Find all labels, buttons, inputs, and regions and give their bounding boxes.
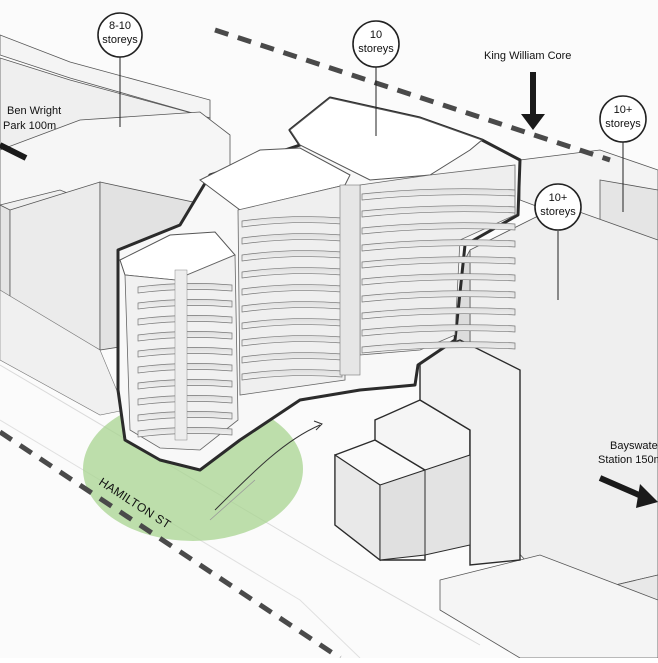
balcony-band [361, 290, 516, 303]
building-core [339, 184, 361, 376]
height-marker-10-plus-right: 10+ storeys [599, 95, 647, 143]
label-bayswater-line2: Station 150m [598, 454, 658, 466]
svg-text:storeys: storeys [605, 118, 641, 130]
arrow-ben-wright-park [0, 142, 28, 161]
height-marker-10-plus: 10+ storeys [534, 183, 582, 231]
ground-line [209, 479, 256, 521]
svg-text:10: 10 [370, 29, 382, 41]
label-ben-wright-line1: Ben Wright [7, 105, 61, 117]
balcony-band [241, 369, 343, 381]
balconies-east [361, 188, 516, 354]
stepped-podium [334, 339, 521, 566]
site-boundary-south [0, 429, 342, 661]
balconies-center [241, 216, 343, 381]
balcony-band [361, 256, 516, 269]
arrow-king-william-core [521, 72, 545, 130]
svg-text:10+: 10+ [614, 104, 633, 116]
svg-text:storeys: storeys [102, 34, 138, 46]
balcony-band [361, 341, 516, 354]
movement-path [214, 424, 321, 511]
balcony-band [361, 273, 516, 286]
svg-text:storeys: storeys [358, 43, 394, 55]
svg-text:storeys: storeys [540, 206, 576, 218]
balcony-band [361, 222, 516, 235]
balcony-band [361, 188, 516, 201]
label-bayswater-line1: Bayswate [610, 440, 658, 452]
label-king-william-core: King William Core [484, 50, 571, 62]
arrow-bayswater-station [598, 475, 658, 508]
balcony-band [361, 205, 516, 218]
site-boundary-north [214, 27, 611, 163]
balcony-band [361, 239, 516, 252]
height-marker-8-10: 8-10 storeys [97, 12, 143, 58]
svg-text:8-10: 8-10 [109, 20, 131, 32]
label-ben-wright-line2: Park 100m [3, 120, 56, 132]
svg-text:10+: 10+ [549, 192, 568, 204]
height-marker-10: 10 storeys [352, 20, 400, 68]
proposed-building [116, 96, 522, 472]
movement-arrowhead [313, 420, 323, 431]
west-core [174, 269, 188, 441]
balcony-band [361, 324, 516, 337]
balcony-band [361, 307, 516, 320]
